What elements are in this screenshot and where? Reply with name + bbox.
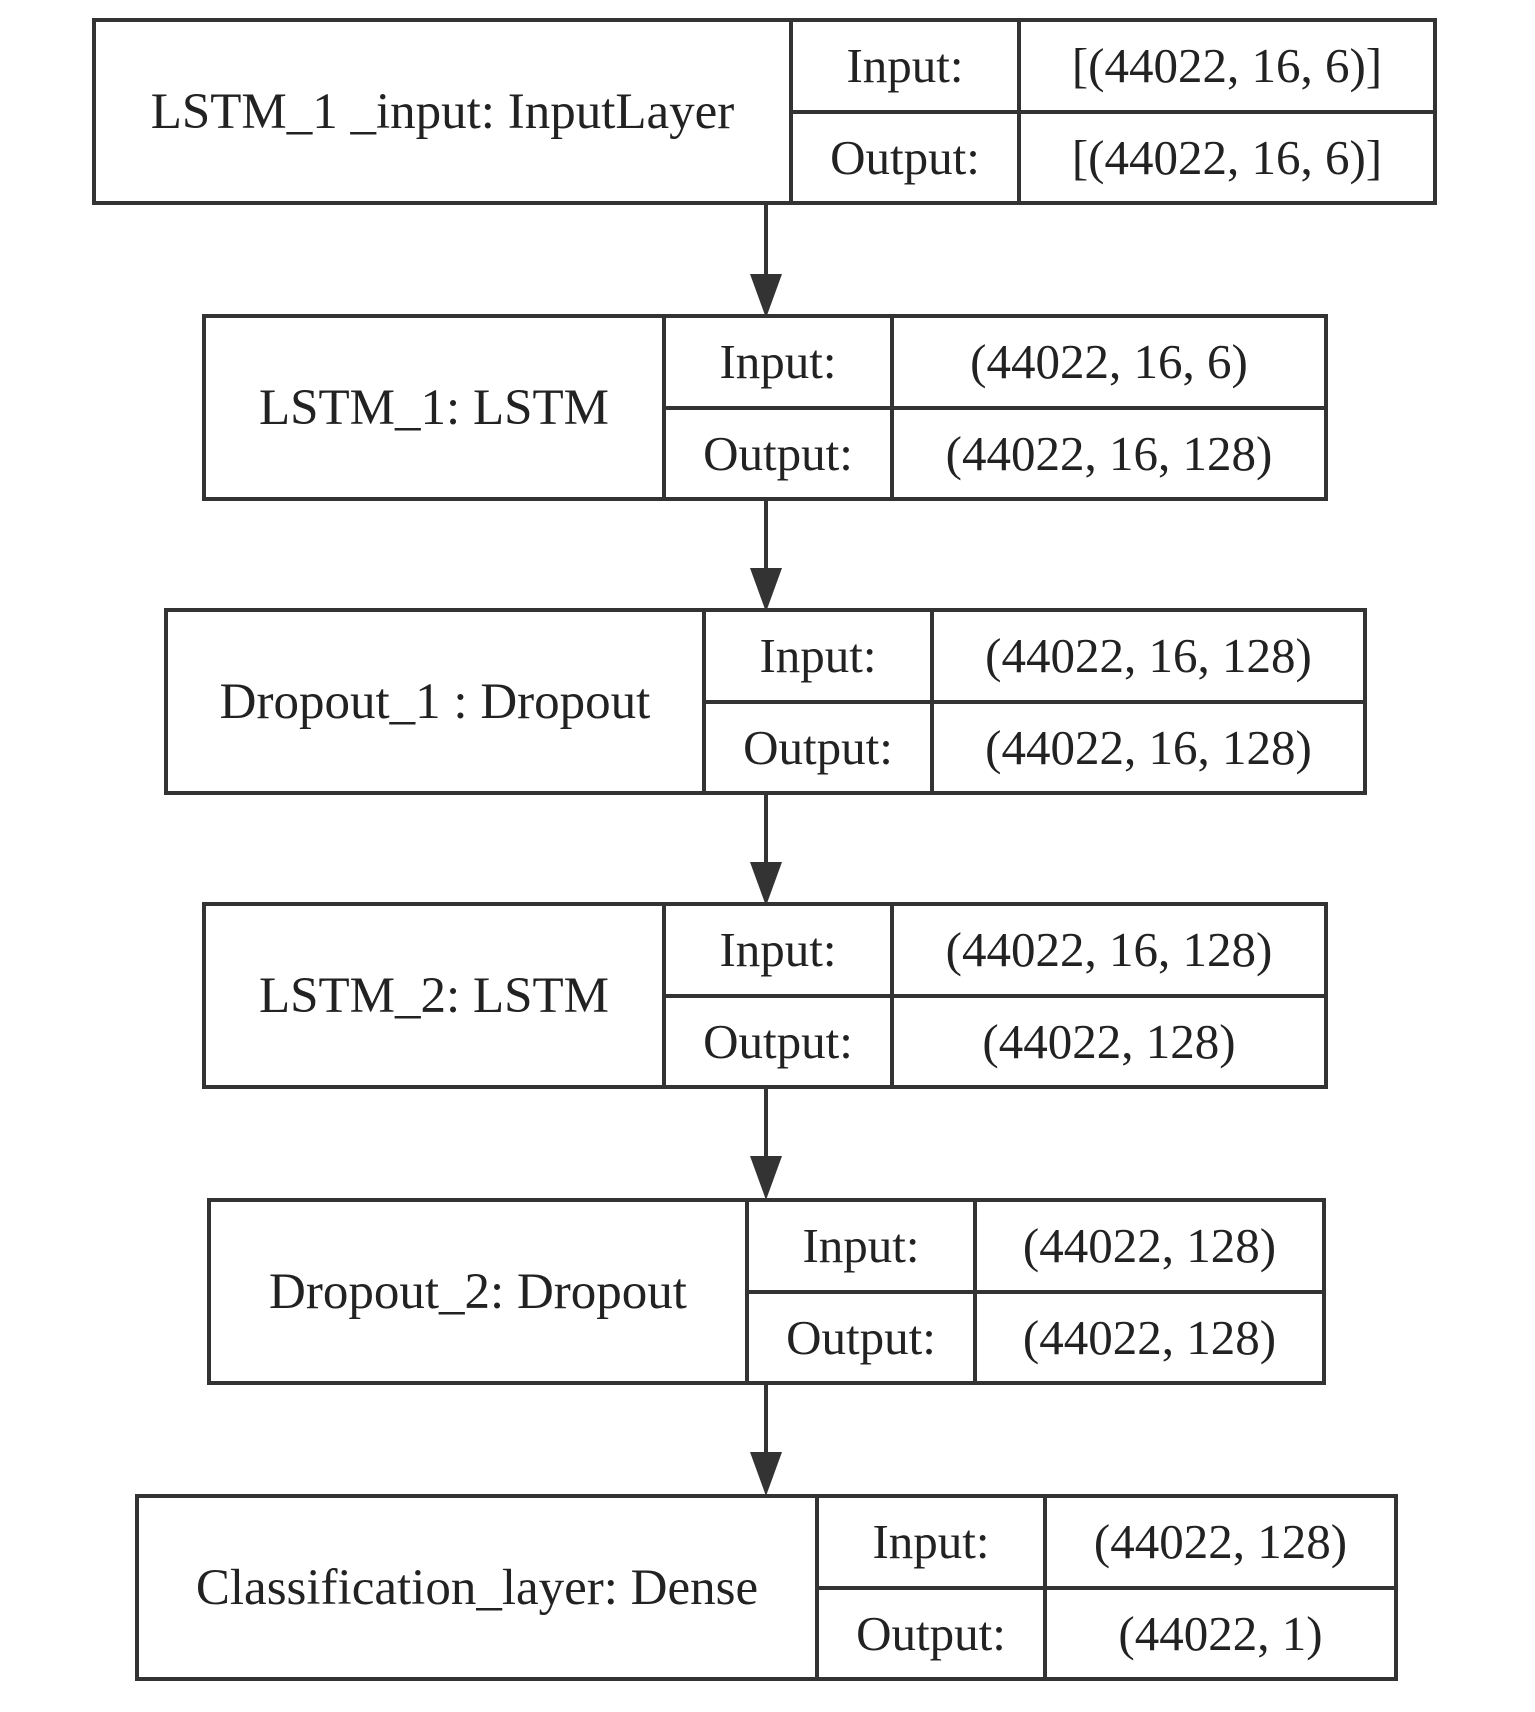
input-label: Input: <box>666 318 890 410</box>
output-shape: (44022, 128) <box>982 1013 1236 1069</box>
io-values: (44022, 16, 6) (44022, 16, 128) <box>894 318 1324 497</box>
io-labels: Input: Output: <box>666 906 894 1085</box>
layer-name: Classification_layer: Dense <box>139 1498 819 1677</box>
arrowhead-icon <box>750 862 782 906</box>
input-label: Input: <box>749 1202 973 1294</box>
arrowhead-icon <box>750 568 782 612</box>
arrow-connector <box>764 501 768 581</box>
output-shape: (44022, 16, 128) <box>945 425 1273 481</box>
input-shape: (44022, 128) <box>1047 1498 1394 1590</box>
input-label: Input: <box>793 22 1017 114</box>
input-shape: (44022, 16, 128) <box>934 612 1363 704</box>
io-values: (44022, 128) (44022, 1) <box>1047 1498 1394 1677</box>
io-labels: Input: Output: <box>706 612 934 791</box>
layer-box-lstm-1: LSTM_1: LSTM Input: Output: (44022, 16, … <box>202 314 1328 501</box>
arrowhead-icon <box>750 1452 782 1496</box>
arrow-connector <box>764 1089 768 1169</box>
input-shape: (44022, 128) <box>977 1202 1322 1294</box>
layer-name: LSTM_2: LSTM <box>206 906 666 1085</box>
layer-name: Dropout_1 : Dropout <box>168 612 706 791</box>
layer-box-dropout-2: Dropout_2: Dropout Input: Output: (44022… <box>207 1198 1326 1385</box>
output-label: Output: <box>856 1605 1006 1661</box>
output-shape: (44022, 16, 128) <box>985 719 1312 775</box>
input-shape: [(44022, 16, 6)] <box>1021 22 1433 114</box>
layer-box-dropout-1: Dropout_1 : Dropout Input: Output: (4402… <box>164 608 1367 795</box>
arrowhead-icon <box>750 1156 782 1200</box>
io-values: (44022, 16, 128) (44022, 128) <box>894 906 1324 1085</box>
output-shape: [(44022, 16, 6)] <box>1071 129 1383 185</box>
layer-name: LSTM_1 _input: InputLayer <box>96 22 793 201</box>
io-labels: Input: Output: <box>793 22 1021 201</box>
arrow-connector <box>764 795 768 875</box>
input-shape: (44022, 16, 6) <box>894 318 1324 410</box>
io-labels: Input: Output: <box>666 318 894 497</box>
io-values: (44022, 128) (44022, 128) <box>977 1202 1322 1381</box>
layer-box-lstm-1-input: LSTM_1 _input: InputLayer Input: Output:… <box>92 18 1437 205</box>
output-shape: (44022, 1) <box>1118 1605 1323 1661</box>
output-label: Output: <box>703 1013 853 1069</box>
arrow-connector <box>764 205 768 285</box>
output-label: Output: <box>743 719 893 775</box>
output-label: Output: <box>703 425 853 481</box>
io-labels: Input: Output: <box>819 1498 1047 1677</box>
layer-box-lstm-2: LSTM_2: LSTM Input: Output: (44022, 16, … <box>202 902 1328 1089</box>
input-label: Input: <box>706 612 930 704</box>
io-values: (44022, 16, 128) (44022, 16, 128) <box>934 612 1363 791</box>
io-values: [(44022, 16, 6)] [(44022, 16, 6)] <box>1021 22 1433 201</box>
input-label: Input: <box>819 1498 1043 1590</box>
arrowhead-icon <box>750 274 782 318</box>
output-label: Output: <box>830 129 980 185</box>
layer-name: Dropout_2: Dropout <box>211 1202 749 1381</box>
output-label: Output: <box>786 1309 936 1365</box>
arrow-connector <box>764 1385 768 1465</box>
input-label: Input: <box>666 906 890 998</box>
layer-name: LSTM_1: LSTM <box>206 318 666 497</box>
output-shape: (44022, 128) <box>1022 1309 1277 1365</box>
input-shape: (44022, 16, 128) <box>894 906 1324 998</box>
io-labels: Input: Output: <box>749 1202 977 1381</box>
layer-box-classification: Classification_layer: Dense Input: Outpu… <box>135 1494 1398 1681</box>
